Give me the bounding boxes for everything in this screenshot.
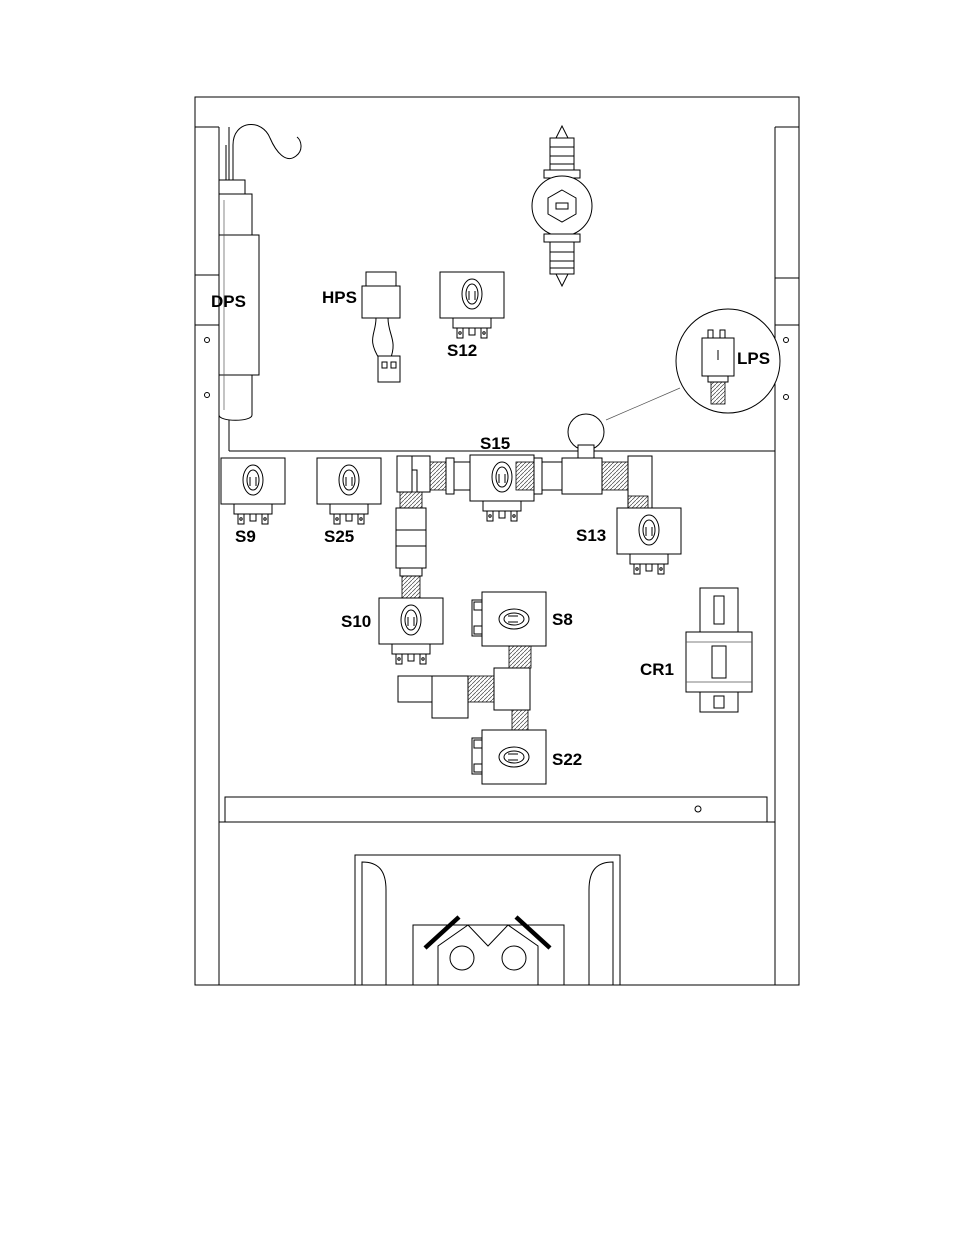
s10-solenoid-valve: S10	[341, 598, 443, 664]
solenoid-valve-icon	[379, 598, 443, 664]
s10-label: S10	[341, 612, 371, 631]
hps-label: HPS	[322, 288, 357, 307]
s22-label: S22	[552, 750, 582, 769]
lps-label: LPS	[737, 349, 770, 368]
solenoid-valve-icon	[317, 458, 381, 524]
cr1-label: CR1	[640, 660, 674, 679]
s15-label: S15	[480, 434, 510, 453]
dps-label: DPS	[211, 292, 246, 311]
s25-solenoid-valve: S25	[317, 458, 381, 546]
solenoid-valve-icon	[472, 730, 546, 784]
lps-pressure-switch: LPS	[568, 309, 780, 461]
hps-pressure-switch: HPS	[322, 272, 400, 382]
dps-component: DPS	[211, 124, 301, 420]
cr1-relay: CR1	[640, 588, 752, 712]
s13-label: S13	[576, 526, 606, 545]
solenoid-valve-icon	[617, 508, 681, 574]
solenoid-valve-icon	[221, 458, 285, 524]
cabinet-frame	[195, 97, 799, 985]
in-line-filter	[532, 126, 592, 286]
solenoid-valve-icon	[472, 592, 546, 646]
s8-solenoid-valve: S8	[472, 592, 573, 646]
s22-solenoid-valve: S22	[472, 730, 582, 784]
lower-tee-fitting	[398, 646, 531, 730]
s9-solenoid-valve: S9	[221, 458, 285, 546]
s13-solenoid-valve: S13	[576, 496, 681, 574]
s8-label: S8	[552, 610, 573, 629]
s12-solenoid-valve: S12	[440, 272, 504, 360]
s25-label: S25	[324, 527, 354, 546]
s12-label: S12	[447, 341, 477, 360]
riser-fitting	[396, 492, 426, 598]
s15-solenoid-valve: S15	[397, 434, 652, 521]
s9-label: S9	[235, 527, 256, 546]
drain-manifold	[355, 855, 620, 985]
solenoid-valve-icon	[440, 272, 504, 338]
